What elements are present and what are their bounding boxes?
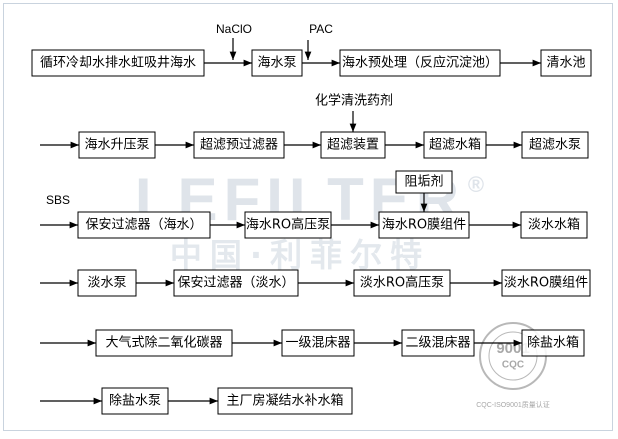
box-uf-prefilter [193,131,285,159]
label-seawater-ro-membrane: 海水RO膜组件 [382,218,466,233]
box-demineralized-water-pump [101,387,169,415]
box-uf-unit [320,131,386,159]
label-condensate-makeup-tank: 主厂房凝结水补水箱 [226,393,343,409]
seal-cqc: CQC [502,360,524,371]
box-primary-mixed-bed [281,329,355,357]
box-condensate-makeup-tank [217,387,353,415]
label-freshwater-ro-membrane: 淡水RO膜组件 [504,276,588,291]
label-security-filter-seawater: 保安过滤器（海水） [85,218,202,233]
box-atmospheric-decarbonator [95,329,233,357]
label-fresh-water-tank: 淡水水箱 [528,217,580,233]
box-seawater-ro-hp-pump [244,211,332,239]
label-seawater-pretreatment: 海水预处理（反应沉淀池） [342,55,498,71]
box-uf-water-tank [423,131,487,159]
diagram-frame [3,3,613,431]
watermark-registered-mark: ® [468,172,484,197]
label-uf-water-pump: 超滤水泵 [529,138,581,153]
label-seawater-pump: 海水泵 [257,56,296,71]
label-security-filter-freshwater: 保安过滤器（淡水） [177,276,294,291]
box-security-filter-freshwater [173,269,299,297]
box-fresh-water-pump [77,269,137,297]
box-demineralized-water-tank [521,329,585,357]
box-security-filter-seawater [77,211,211,239]
box-seawater-pretreatment [339,49,501,77]
chem-sbs: SBS [46,193,70,207]
label-clear-water-tank: 清水池 [546,56,585,71]
chem-naclo: NaClO [216,22,252,36]
label-fresh-water-pump: 淡水泵 [87,276,126,291]
box-uf-water-pump [521,131,589,159]
label-primary-mixed-bed: 一级混床器 [285,336,350,351]
label-demineralized-water-tank: 除盐水箱 [527,335,579,351]
chem-cleaning-agent: 化学清洗药剂 [315,93,393,109]
watermark-chinese: 中国·利菲尔特 [170,236,430,274]
label-intake-seawater: 循环冷却水排水虹吸井海水 [40,56,196,71]
chem-pac: PAC [309,22,333,36]
chem-antiscalant: 阻垢剂 [404,175,443,190]
label-secondary-mixed-bed: 二级混床器 [405,336,470,351]
label-demineralized-water-pump: 除盐水泵 [109,394,161,409]
box-freshwater-ro-membrane [501,269,591,297]
box-fresh-water-tank [520,211,588,239]
label-seawater-booster-pump: 海水升压泵 [84,138,149,153]
seal-caption: CQC-ISO9001质量认证 [476,400,550,409]
label-uf-unit: 超滤装置 [327,138,379,153]
label-uf-water-tank: 超滤水箱 [429,137,481,153]
label-atmospheric-decarbonator: 大气式除二氧化碳器 [105,335,222,351]
label-freshwater-ro-hp-pump: 淡水RO高压泵 [360,275,444,291]
box-clear-water-tank [540,49,592,77]
box-secondary-mixed-bed [401,329,475,357]
label-uf-prefilter: 超滤预过滤器 [200,138,278,153]
label-seawater-ro-hp-pump: 海水RO高压泵 [246,217,330,233]
